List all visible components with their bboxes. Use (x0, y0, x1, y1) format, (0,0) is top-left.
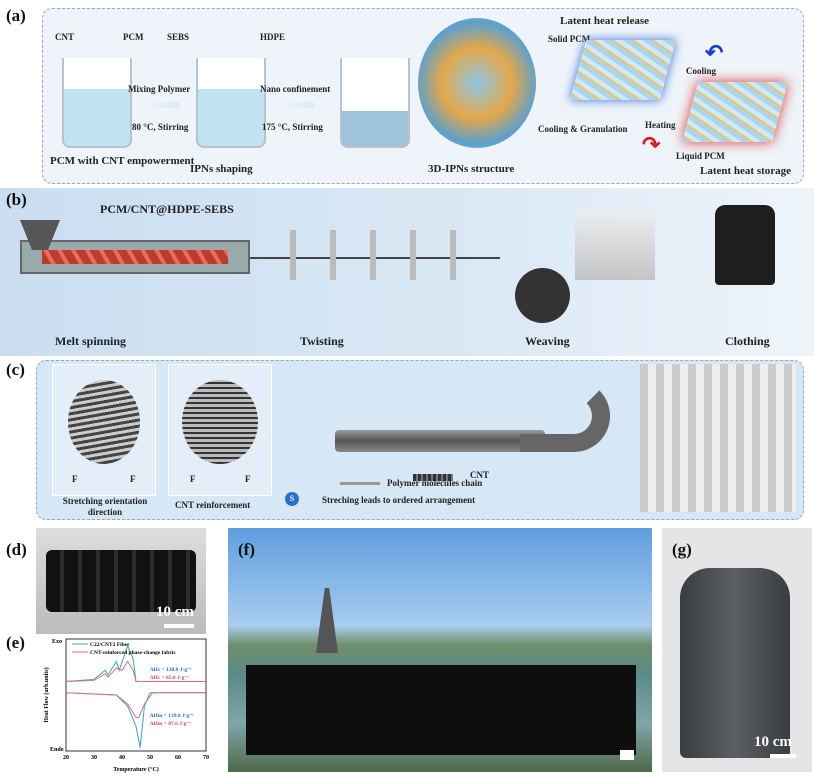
step-ipns-shaping: IPNs shaping (190, 163, 253, 175)
label-cnt-reinforcement: CNT reinforcement (175, 500, 251, 510)
cnt-legend-swatch (413, 474, 453, 481)
label-stretching: Stretching orientation direction (62, 496, 148, 517)
scale-bar-d (164, 624, 194, 628)
vest (680, 568, 790, 758)
x-axis-label: Temperature (°C) (113, 766, 159, 773)
panel-label-a: (a) (6, 6, 26, 25)
label-sebs: SEBS (167, 32, 190, 42)
arrow-2 (280, 102, 315, 108)
beaker-2 (196, 58, 266, 148)
liquid-pcm-block (681, 82, 789, 142)
label-pcm: PCM (123, 32, 144, 42)
series-2-exo-line (65, 660, 206, 683)
series-1-exo-line (65, 644, 206, 683)
plot-frame (65, 638, 207, 752)
force-right-2: F (245, 474, 251, 484)
reinforcement-circle (182, 380, 258, 464)
force-right: F (130, 474, 136, 484)
extruder (20, 240, 250, 274)
stretch-circle (68, 380, 140, 464)
step-clothing: Clothing (725, 334, 770, 348)
panel-label-c: (c) (6, 360, 25, 379)
panel-label-g: (g) (672, 540, 692, 559)
label-hdpe: HDPE (260, 32, 286, 42)
cooling-arrow-icon: ↶ (705, 40, 724, 65)
lake-photo (228, 528, 652, 772)
x-tick-label: 70 (203, 755, 209, 761)
vest-photo: 10 cm (662, 528, 812, 772)
label-temp1: 80 °C, Stirring (132, 122, 189, 132)
black-fabric (246, 665, 636, 755)
knit-fabric (640, 364, 796, 512)
s-icon: S (285, 492, 299, 506)
y-bottom-label: Endo (50, 747, 64, 753)
dsc-chart: 20 30 40 50 60 70 Exo Endo Heat Flow (arb.uni… (43, 638, 209, 773)
panel-label-e: (e) (6, 633, 25, 652)
panel-label-f: (f) (238, 540, 255, 559)
legend-2: CNT-reinforced phase-change fabric (90, 650, 176, 656)
legend-stretching: Streching leads to ordered arrangement (322, 495, 476, 505)
scale-bar-g (770, 754, 796, 758)
arrow-1 (145, 102, 180, 108)
panel-label-d: (d) (6, 540, 27, 559)
twisting-rollers (270, 230, 470, 280)
weaving-roller (515, 268, 570, 323)
legend-chain: Polymer molecules chain (387, 478, 483, 488)
y-axis-label: Heat Flow (arb.units) (43, 667, 50, 722)
label-mixing: Mixing Polymer (128, 84, 191, 94)
spools-photo: 10 cm (36, 528, 206, 634)
loom-frame (575, 210, 655, 280)
label-nano: Nano confinement (260, 84, 331, 94)
step-weaving: Weaving (525, 334, 570, 348)
fiber-tube (335, 430, 545, 452)
label-solid-pcm: Solid PCM (548, 34, 591, 44)
label-heating: Heating (645, 120, 676, 130)
label-latent-release: Latent heat release (560, 15, 649, 27)
legend-cnt: CNT (470, 470, 490, 480)
fiber-curve (520, 380, 610, 452)
pagoda (316, 588, 338, 653)
step-melt-spinning: Melt spinning (55, 334, 127, 348)
ipn-sphere (418, 18, 536, 148)
beaker-1 (62, 58, 132, 148)
step-pcm-cnt: PCM with CNT empowerment (50, 155, 195, 167)
scale-g: 10 cm (754, 734, 792, 750)
scale-d: 10 cm (156, 604, 194, 620)
annotation-1: ΔHc = 138.0 J·g⁻¹ (150, 667, 192, 673)
solid-pcm-block (569, 40, 677, 100)
label-liquid-pcm: Liquid PCM (676, 151, 725, 161)
label-temp2: 175 °C, Stirring (262, 122, 323, 132)
y-top-label: Exo (52, 639, 62, 645)
step-3d-ipns: 3D-IPNs structure (428, 163, 515, 175)
vest-icon (715, 205, 775, 285)
label-cnt: CNT (55, 32, 75, 42)
x-tick-label: 20 (63, 755, 69, 761)
force-left: F (72, 474, 78, 484)
label-cooling: Cooling (686, 66, 717, 76)
label-cooling-granulation: Cooling & Granulation (538, 124, 628, 134)
x-tick-label: 60 (175, 755, 181, 761)
x-tick-label: 40 (119, 755, 125, 761)
beaker-3 (340, 58, 410, 148)
step-twisting: Twisting (300, 334, 344, 348)
panel-label-b: (b) (6, 190, 27, 209)
label-latent-storage: Latent heat storage (700, 165, 792, 177)
x-tick-label: 50 (147, 755, 153, 761)
legend-1: C22/CNT2 Fiber (90, 642, 130, 648)
annotation-4: ΔHm = 87.6 J·g⁻¹ (150, 721, 191, 727)
force-left-2: F (190, 474, 196, 484)
annotation-3: ΔHm = 139.0 J·g⁻¹ (150, 713, 194, 719)
scale-bar-f (620, 750, 634, 760)
material-title: PCM/CNT@HDPE-SEBS (100, 202, 234, 216)
heating-arrow-icon: ↷ (642, 132, 661, 157)
x-tick-label: 30 (91, 755, 97, 761)
chain-legend-swatch (340, 482, 380, 485)
series-2-endo-line (65, 692, 206, 718)
annotation-2: ΔHc = 85.0 J·g⁻¹ (150, 675, 189, 681)
